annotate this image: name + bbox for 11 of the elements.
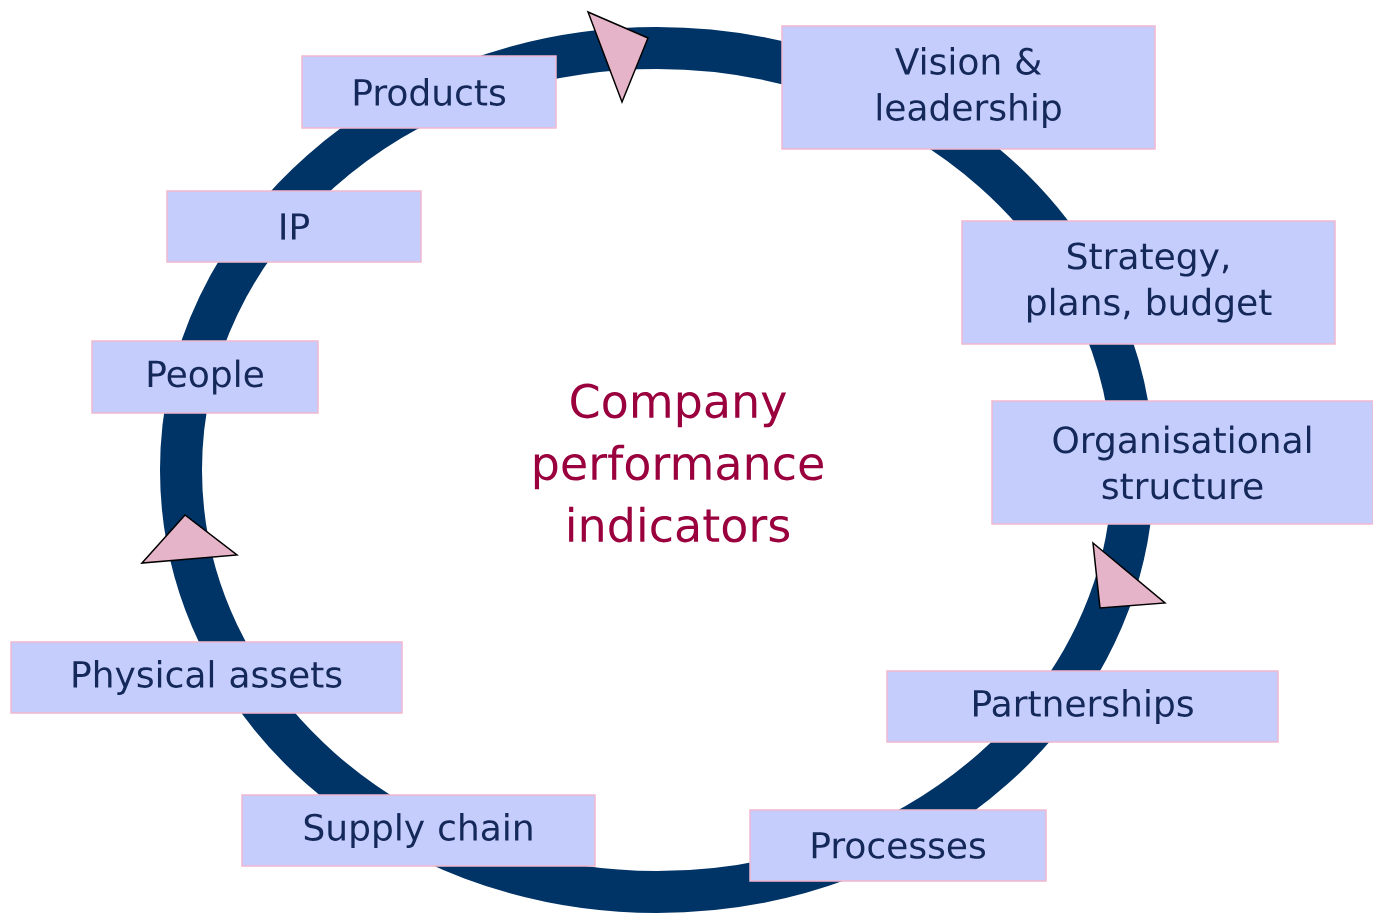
label-box: IP xyxy=(166,190,422,263)
label-box: Strategy, plans, budget xyxy=(961,220,1336,345)
label-box: Physical assets xyxy=(10,641,403,714)
label-box: Vision & leadership xyxy=(781,25,1156,150)
label-box: Products xyxy=(301,55,557,129)
label-box: Supply chain xyxy=(241,794,596,867)
label-box: Processes xyxy=(749,809,1047,882)
label-box: People xyxy=(91,340,319,414)
label-box: Partnerships xyxy=(886,670,1279,743)
centre-title: Company performance indicators xyxy=(534,383,823,543)
label-box: Organisational structure xyxy=(991,400,1373,525)
